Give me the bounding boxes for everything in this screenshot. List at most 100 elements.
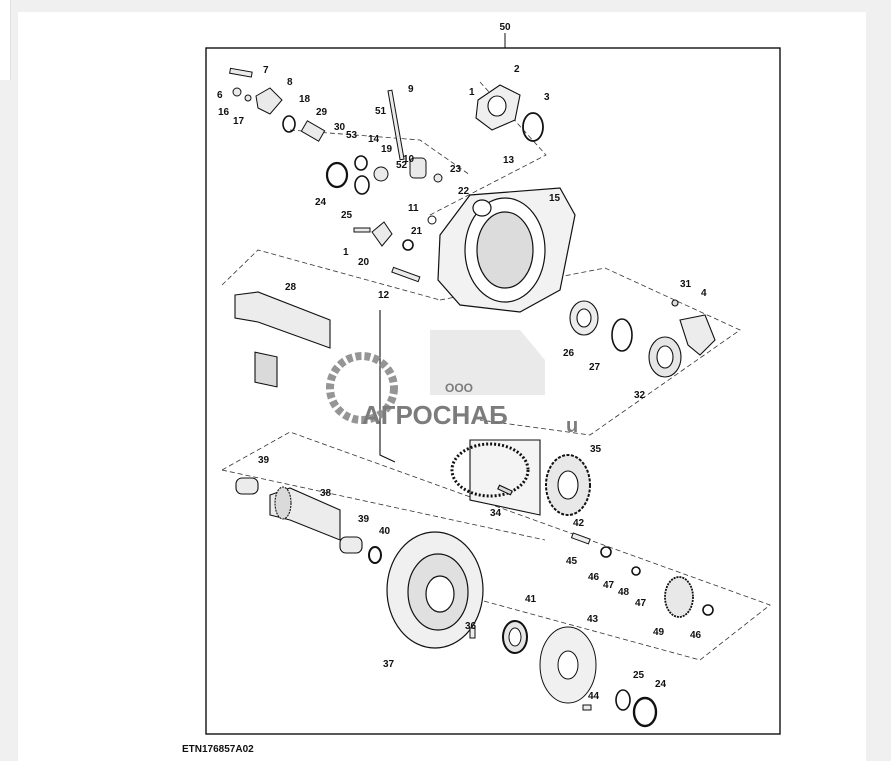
housing-part [437, 187, 576, 313]
callout-label: 52 [396, 160, 408, 171]
callout-label: 12 [378, 290, 390, 301]
shaft-gear [274, 486, 292, 520]
callout-label: 8 [287, 77, 293, 88]
seal-part [368, 546, 382, 564]
lower-right-small-parts [469, 532, 714, 728]
guide-line [221, 431, 771, 661]
bearing-bore [576, 308, 592, 328]
callout-label: 6 [217, 90, 223, 101]
spring-part [300, 120, 326, 142]
snap-ring-part [611, 318, 633, 352]
gear-logo-icon [326, 352, 398, 424]
callout-label: 26 [563, 348, 575, 359]
callout-label: 46 [690, 630, 702, 641]
callout-label: 24 [315, 197, 327, 208]
watermark-suffix: u [566, 415, 578, 437]
callout-label: 14 [368, 134, 380, 145]
watermark-name: АГРОСНАБ [362, 400, 508, 430]
washer-part [600, 546, 612, 558]
housing-inner-bore [476, 211, 534, 289]
callout-label: 21 [411, 226, 423, 237]
callout-label: 7 [263, 65, 269, 76]
input-shaft-part [234, 291, 331, 388]
ring-part [354, 155, 368, 171]
figure-code: ETN176857A02 [182, 744, 254, 755]
callout-label: 27 [589, 362, 601, 373]
callout-label: 48 [618, 587, 630, 598]
callout-label: 4 [701, 288, 707, 299]
callout-label: 30 [334, 122, 346, 133]
breather-part [409, 157, 427, 179]
callout-label: 22 [458, 186, 470, 197]
callout-labels: 1 2 3 7 8 6 16 17 18 9 51 29 30 53 14 19… [217, 64, 707, 702]
watermark-logo: ООО АГРОСНАБ u [326, 330, 578, 437]
callout-label: 19 [381, 144, 393, 155]
flange-bore [425, 575, 455, 613]
ring-gear-teeth [450, 442, 530, 498]
washer-part [702, 604, 714, 616]
ring-gear-part [469, 439, 541, 516]
guide-line [221, 249, 441, 301]
shaft-body [234, 291, 331, 349]
bushing-part [339, 536, 363, 554]
snap-ring-part [615, 689, 631, 711]
small-parts-cluster [229, 67, 443, 283]
pin-part [497, 484, 513, 496]
harvester-logo-icon [430, 330, 545, 395]
callout-label: 32 [634, 390, 646, 401]
callout-label: 25 [341, 210, 353, 221]
callout-label: 53 [346, 130, 358, 141]
callout-label: 39 [258, 455, 270, 466]
bolt-part [353, 227, 371, 233]
washer-part [427, 215, 437, 225]
callout-label: 40 [379, 526, 391, 537]
callout-label: 25 [633, 670, 645, 681]
bushing-part [235, 477, 259, 495]
callout-label: 29 [316, 107, 328, 118]
callout-label: 43 [587, 614, 599, 625]
washer-part [244, 94, 252, 102]
callout-label: 20 [358, 257, 370, 268]
idler-gear-part [664, 576, 694, 618]
seal-part [632, 696, 658, 728]
callout-label: 49 [653, 627, 665, 638]
housing-boss [472, 199, 492, 217]
callout-label: 36 [465, 621, 477, 632]
callout-label: 34 [490, 508, 502, 519]
left-panel-edge [0, 0, 11, 80]
callout-label: 41 [525, 594, 537, 605]
callout-label: 44 [588, 691, 600, 702]
callout-label: 13 [503, 155, 515, 166]
callout-label: 1 [343, 247, 349, 258]
callout-label: 3 [544, 92, 550, 103]
bracket-part [371, 221, 393, 247]
callout-label: 9 [408, 84, 414, 95]
callout-label: 11 [408, 203, 419, 214]
snap-ring-part [631, 566, 641, 576]
callout-label: 1 [469, 87, 475, 98]
ring-part [402, 239, 414, 251]
callout-label: 28 [285, 282, 297, 293]
ring-gear-group [379, 310, 591, 516]
o-ring-part [522, 112, 544, 142]
pin-part [570, 532, 591, 545]
callout-label: 37 [383, 659, 395, 670]
seal-bore [508, 627, 522, 647]
callout-label: 15 [549, 193, 561, 204]
seal-part [325, 161, 349, 189]
callout-label: 39 [358, 514, 370, 525]
plug-part [373, 166, 389, 182]
callout-label: 51 [375, 106, 387, 117]
bolt-part [582, 704, 592, 711]
plug-part [433, 173, 443, 183]
washer-part [232, 87, 242, 97]
callout-label: 45 [566, 556, 578, 567]
dipstick-part [387, 89, 405, 161]
callout-label: 24 [655, 679, 667, 690]
output-shaft-group [235, 477, 382, 564]
guide-line [221, 469, 546, 541]
bracket-part [679, 314, 716, 356]
callout-label: 17 [233, 116, 245, 127]
cover-disc-bore [557, 650, 579, 680]
ring-part [282, 115, 296, 133]
